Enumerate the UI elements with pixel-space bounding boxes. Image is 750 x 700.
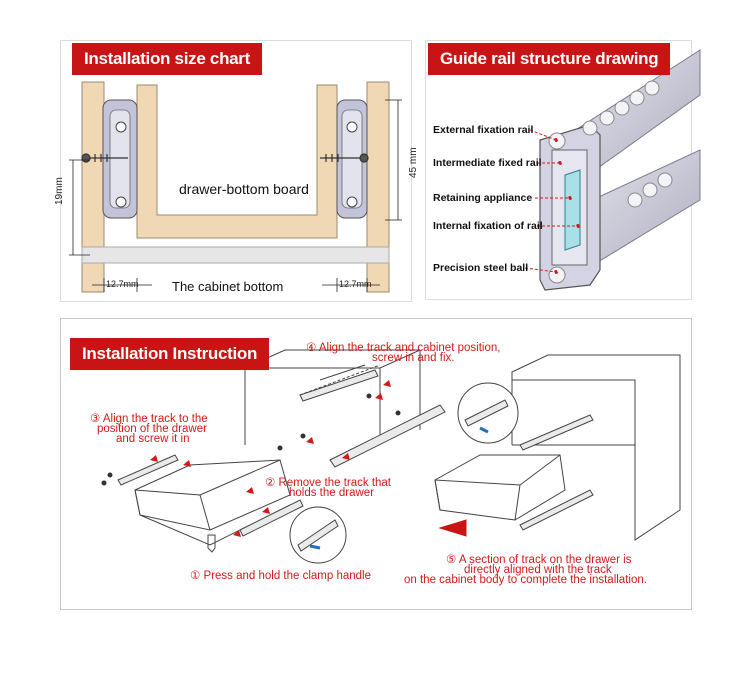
- step3-line3: and screw it in: [116, 433, 190, 445]
- step5-line1: ⑤ A section of track on the drawer is: [446, 554, 632, 566]
- board-label: drawer-bottom board: [177, 181, 311, 197]
- instruction-title: Installation Instruction: [70, 338, 270, 370]
- step5-line3: on the cabinet body to complete the inst…: [404, 574, 647, 586]
- step4-line1: ④ Align the track and cabinet position,: [306, 342, 501, 354]
- cabinet-bottom-label: The cabinet bottom: [172, 279, 284, 294]
- part-external-rail: External fixation rail: [433, 124, 534, 136]
- part-steel-ball: Precision steel ball: [433, 262, 529, 274]
- dim-right-label: 12.7mm: [339, 279, 372, 289]
- structure-panel: [425, 40, 692, 300]
- dim-rail-label: 45 mm: [408, 147, 419, 178]
- size-chart-title: Installation size chart: [72, 43, 262, 75]
- instruction-panel: [60, 318, 692, 610]
- part-intermediate-rail: Intermediate fixed rail: [433, 157, 542, 169]
- part-retaining-appliance: Retaining appliance: [433, 192, 533, 204]
- step3-line2: position of the drawer: [97, 423, 207, 435]
- structure-title: Guide rail structure drawing: [428, 43, 671, 75]
- dim-height-label: 19mm: [54, 177, 65, 205]
- size-chart-panel: [60, 40, 412, 302]
- step2-line1: ② Remove the track that: [265, 477, 392, 489]
- step2-line2: holds the drawer: [289, 487, 375, 499]
- step4-line2: screw in and fix.: [372, 352, 455, 364]
- part-internal-rail: Internal fixation of rail: [433, 220, 543, 232]
- step3-line1: ③ Align the track to the: [90, 413, 208, 425]
- step1-text: ① Press and hold the clamp handle: [190, 570, 372, 582]
- step5-line2: directly aligned with the track: [464, 564, 612, 576]
- dim-left-label: 12.7mm: [106, 279, 139, 289]
